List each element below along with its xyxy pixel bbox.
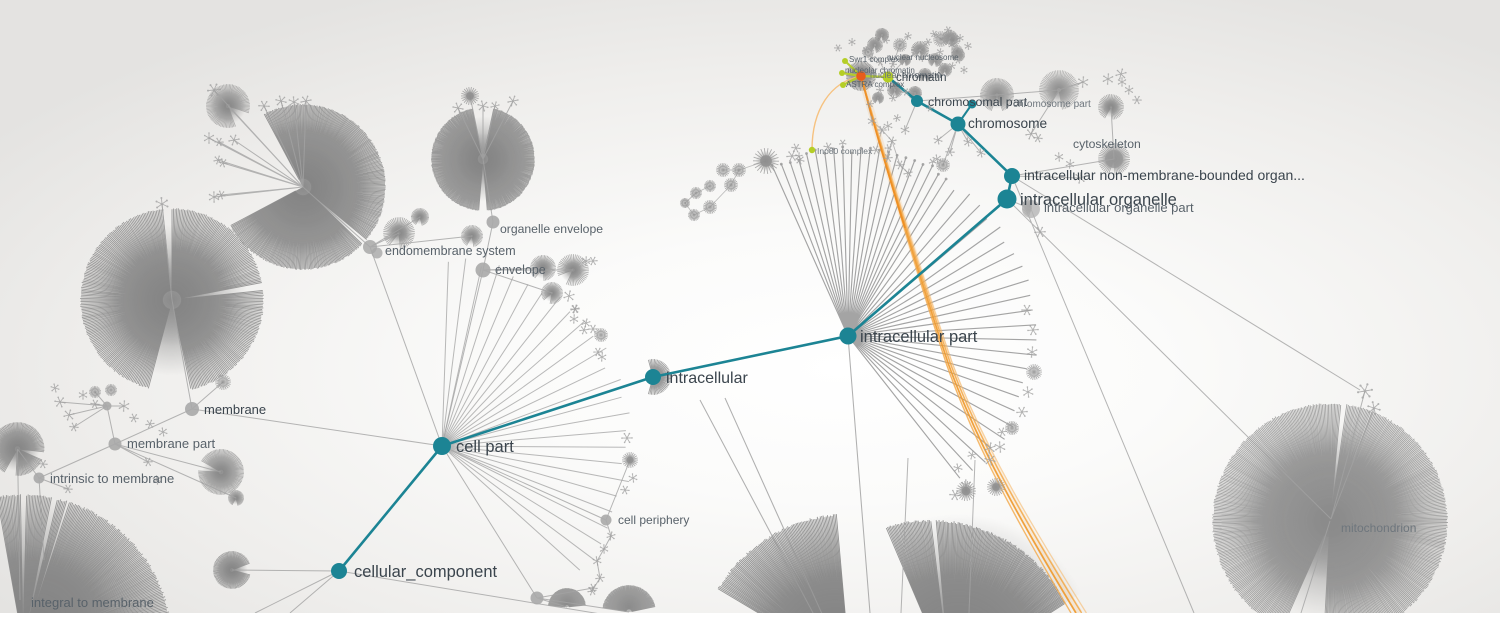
svg-text:integral to membrane: integral to membrane bbox=[31, 595, 154, 610]
svg-text:cell part: cell part bbox=[456, 438, 514, 456]
svg-text:nuclear nucleosome: nuclear nucleosome bbox=[887, 53, 959, 62]
svg-text:intrinsic to membrane: intrinsic to membrane bbox=[50, 471, 174, 486]
svg-text:membrane: membrane bbox=[204, 402, 266, 417]
svg-text:chromosome part: chromosome part bbox=[1013, 99, 1091, 110]
svg-text:intracellular organelle part: intracellular organelle part bbox=[1044, 200, 1194, 215]
svg-text:ASTRA complex: ASTRA complex bbox=[846, 80, 904, 89]
svg-text:intracellular non-membrane-bou: intracellular non-membrane-bounded organ… bbox=[1024, 167, 1305, 183]
svg-text:intracellular: intracellular bbox=[666, 370, 748, 387]
svg-text:chromosomal part: chromosomal part bbox=[928, 95, 1028, 109]
svg-text:cell periphery: cell periphery bbox=[618, 513, 689, 527]
svg-text:membrane part: membrane part bbox=[127, 436, 216, 451]
svg-text:nuclear chromatin: nuclear chromatin bbox=[870, 70, 942, 80]
svg-text:intracellular organelle: intracellular organelle bbox=[1020, 191, 1177, 209]
svg-text:chromosome: chromosome bbox=[968, 116, 1047, 131]
svg-text:endomembrane system: endomembrane system bbox=[385, 244, 516, 258]
svg-text:Ino80 complex: Ino80 complex bbox=[817, 146, 873, 156]
svg-text:chromatin: chromatin bbox=[896, 72, 947, 84]
svg-text:organelle envelope: organelle envelope bbox=[500, 222, 603, 236]
svg-text:nucleolar chromatin: nucleolar chromatin bbox=[845, 66, 915, 75]
svg-text:cellular_component: cellular_component bbox=[354, 563, 498, 581]
svg-text:Swr1 complex: Swr1 complex bbox=[849, 55, 899, 64]
svg-text:envelope: envelope bbox=[495, 263, 546, 277]
svg-text:cytoskeleton: cytoskeleton bbox=[1073, 137, 1141, 151]
svg-text:intracellular part: intracellular part bbox=[860, 328, 978, 346]
svg-text:mitochondrion: mitochondrion bbox=[1341, 521, 1416, 535]
